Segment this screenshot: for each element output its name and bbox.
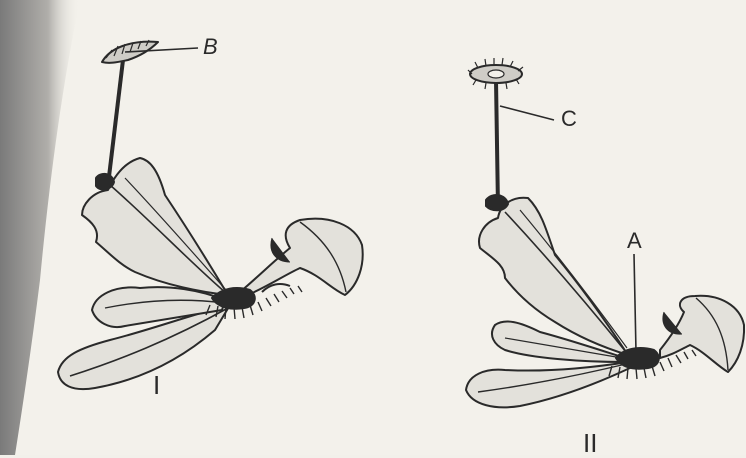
plant-two-flower-head <box>468 58 523 90</box>
plant-two <box>466 58 744 407</box>
label-c: C <box>561 108 577 130</box>
plant-one-flower-stalk <box>108 60 123 185</box>
plant-one-caption: I <box>153 372 160 398</box>
plant-one <box>58 40 363 389</box>
plant-two-caption: II <box>583 430 597 456</box>
plant-two-flower-stalk <box>496 80 498 208</box>
pointer-c <box>500 106 554 120</box>
label-a: A <box>627 230 642 252</box>
label-b: B <box>203 36 218 58</box>
pointer-a <box>634 254 636 352</box>
plant-two-right-leaf <box>660 296 744 372</box>
